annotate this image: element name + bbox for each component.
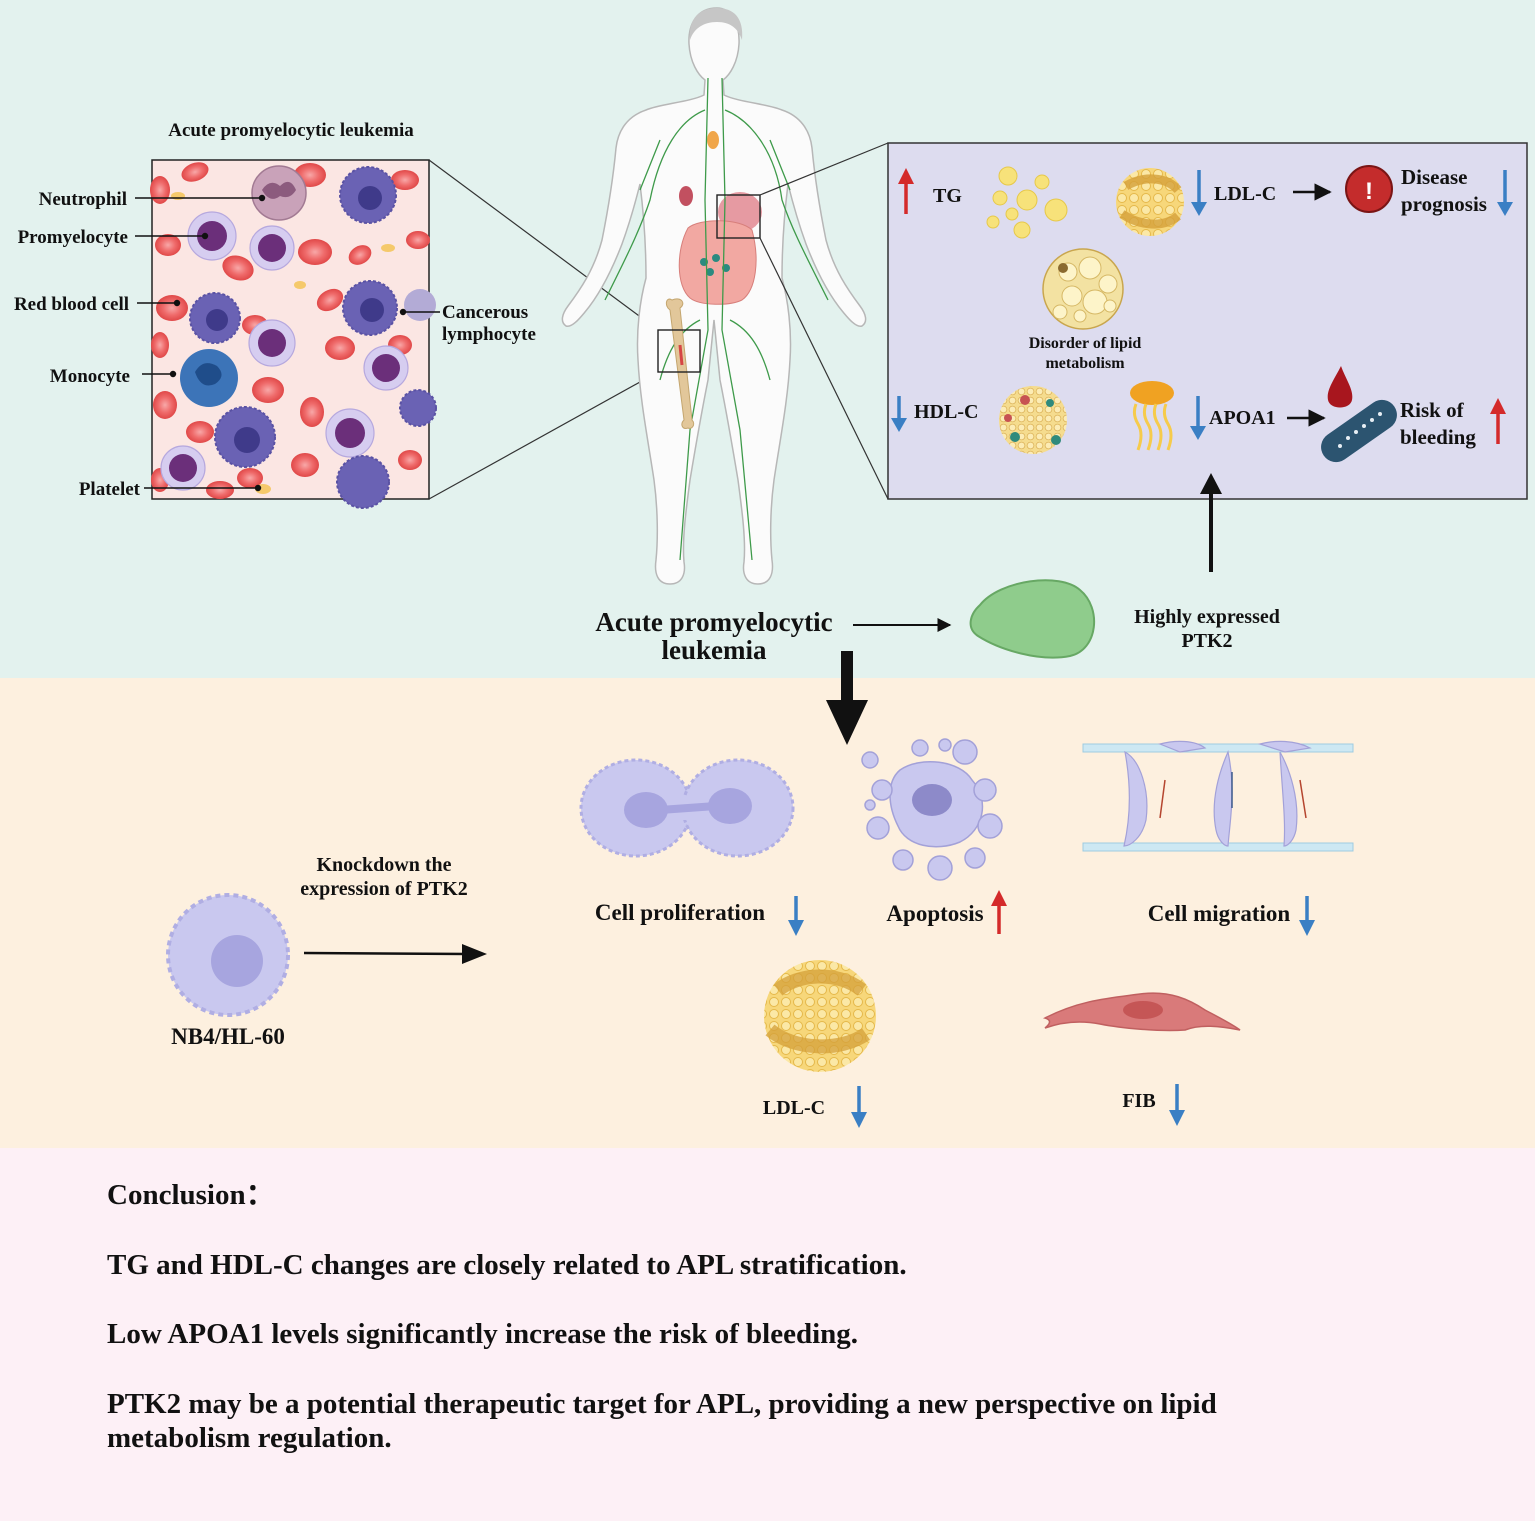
smear-title: Acute promyelocytic leukemia	[168, 120, 414, 141]
disorder-label-1: Disorder of lipid	[1029, 335, 1142, 352]
flow-down-arrow	[826, 700, 868, 745]
knockdown-arrow	[462, 944, 487, 964]
ldlc-down-arrow	[1191, 202, 1207, 216]
svg-text:!: !	[1365, 178, 1373, 205]
apoa1-down-arrow	[1190, 426, 1206, 440]
risk-label: Risk of	[1400, 398, 1465, 422]
ldlc-label: LDL-C	[1214, 183, 1276, 205]
prognosis-label: prognosis	[1401, 192, 1487, 216]
label-neutrophil: Neutrophil	[39, 189, 127, 210]
label-platelet: Platelet	[79, 479, 141, 500]
thyroid	[707, 131, 719, 149]
triglyceride-droplets	[986, 166, 1068, 239]
hdlc-down-arrow	[891, 418, 907, 432]
fib-label: FIB	[1122, 1090, 1155, 1112]
migration-down-arrow	[1299, 920, 1315, 936]
label-monocyte: Monocyte	[50, 366, 130, 387]
conclusion-line-2: Low APOA1 levels significantly increase …	[107, 1318, 859, 1350]
cell-migration-illustration	[1082, 740, 1354, 852]
knockdown-label-line2: expression of PTK2	[300, 878, 467, 900]
conclusion-heading: Conclusion：	[107, 1179, 275, 1211]
tg-label: TG	[933, 185, 962, 207]
label-cancerous: Cancerous	[442, 302, 528, 323]
bleeding-label: bleeding	[1400, 425, 1476, 449]
label-red-blood-cell: Red blood cell	[14, 294, 129, 315]
knockdown-label-line1: Knockdown the	[316, 854, 451, 876]
tg-up-arrow	[898, 168, 914, 184]
disorder-label-2: metabolism	[1045, 355, 1125, 372]
cell-line-label: NB4/HL-60	[171, 1024, 285, 1049]
label-lymphocyte: lymphocyte	[442, 324, 536, 345]
bleeding-up-arrow	[1490, 398, 1506, 414]
liver-zoom-box	[716, 194, 761, 239]
human-body-illustration	[561, 7, 867, 585]
bone-marrow-zoom-box	[657, 329, 701, 373]
apoptotic-cell-illustration	[861, 738, 1003, 881]
apoptosis-up-arrow	[991, 890, 1007, 906]
red-blood-cells	[150, 162, 430, 499]
lipid-panel: TG LDL-C ! Disease prognosis Disorder of…	[887, 142, 1528, 500]
ldlc-bottom-label: LDL-C	[763, 1097, 825, 1119]
ptk2-protein-blob	[969, 579, 1096, 659]
fib-down-arrow	[1169, 1110, 1185, 1126]
smear-leader-lines	[135, 194, 440, 492]
diagram-canvas: Acute promyelocytic leukemia	[14, 7, 1528, 1128]
prognosis-down-arrow	[1497, 202, 1513, 216]
dividing-cell-illustration	[579, 758, 795, 858]
migration-label: Cell migration	[1148, 901, 1291, 926]
warning-icon	[1345, 165, 1393, 213]
apoa1-label: APOA1	[1209, 407, 1276, 429]
disease-label: Disease	[1401, 165, 1468, 189]
ptk2-label-line1: Highly expressed	[1134, 606, 1280, 628]
ldlc-bottom-down-arrow	[851, 1112, 867, 1128]
conclusion-section	[0, 1148, 1535, 1521]
conclusion-line-3: PTK2 may be a potential therapeutic targ…	[107, 1388, 1217, 1454]
apl-title-line1: Acute promyelocytic	[595, 607, 832, 637]
blood-drop-icon	[1327, 366, 1353, 408]
proliferation-down-arrow	[788, 920, 804, 936]
hdlc-label: HDL-C	[914, 401, 978, 423]
conclusion-line-1: TG and HDL-C changes are closely related…	[107, 1249, 907, 1281]
upregulation-arrow	[1200, 473, 1222, 494]
label-promyelocyte: Promyelocyte	[18, 227, 128, 248]
proliferation-label: Cell proliferation	[595, 900, 765, 925]
apoa1-protein	[1130, 381, 1174, 405]
blood-smear	[150, 159, 437, 509]
apoptosis-label: Apoptosis	[886, 901, 983, 926]
nb4-cell	[166, 893, 290, 1017]
ptk2-label-line2: PTK2	[1181, 630, 1232, 652]
apl-title-line2: leukemia	[662, 635, 767, 665]
